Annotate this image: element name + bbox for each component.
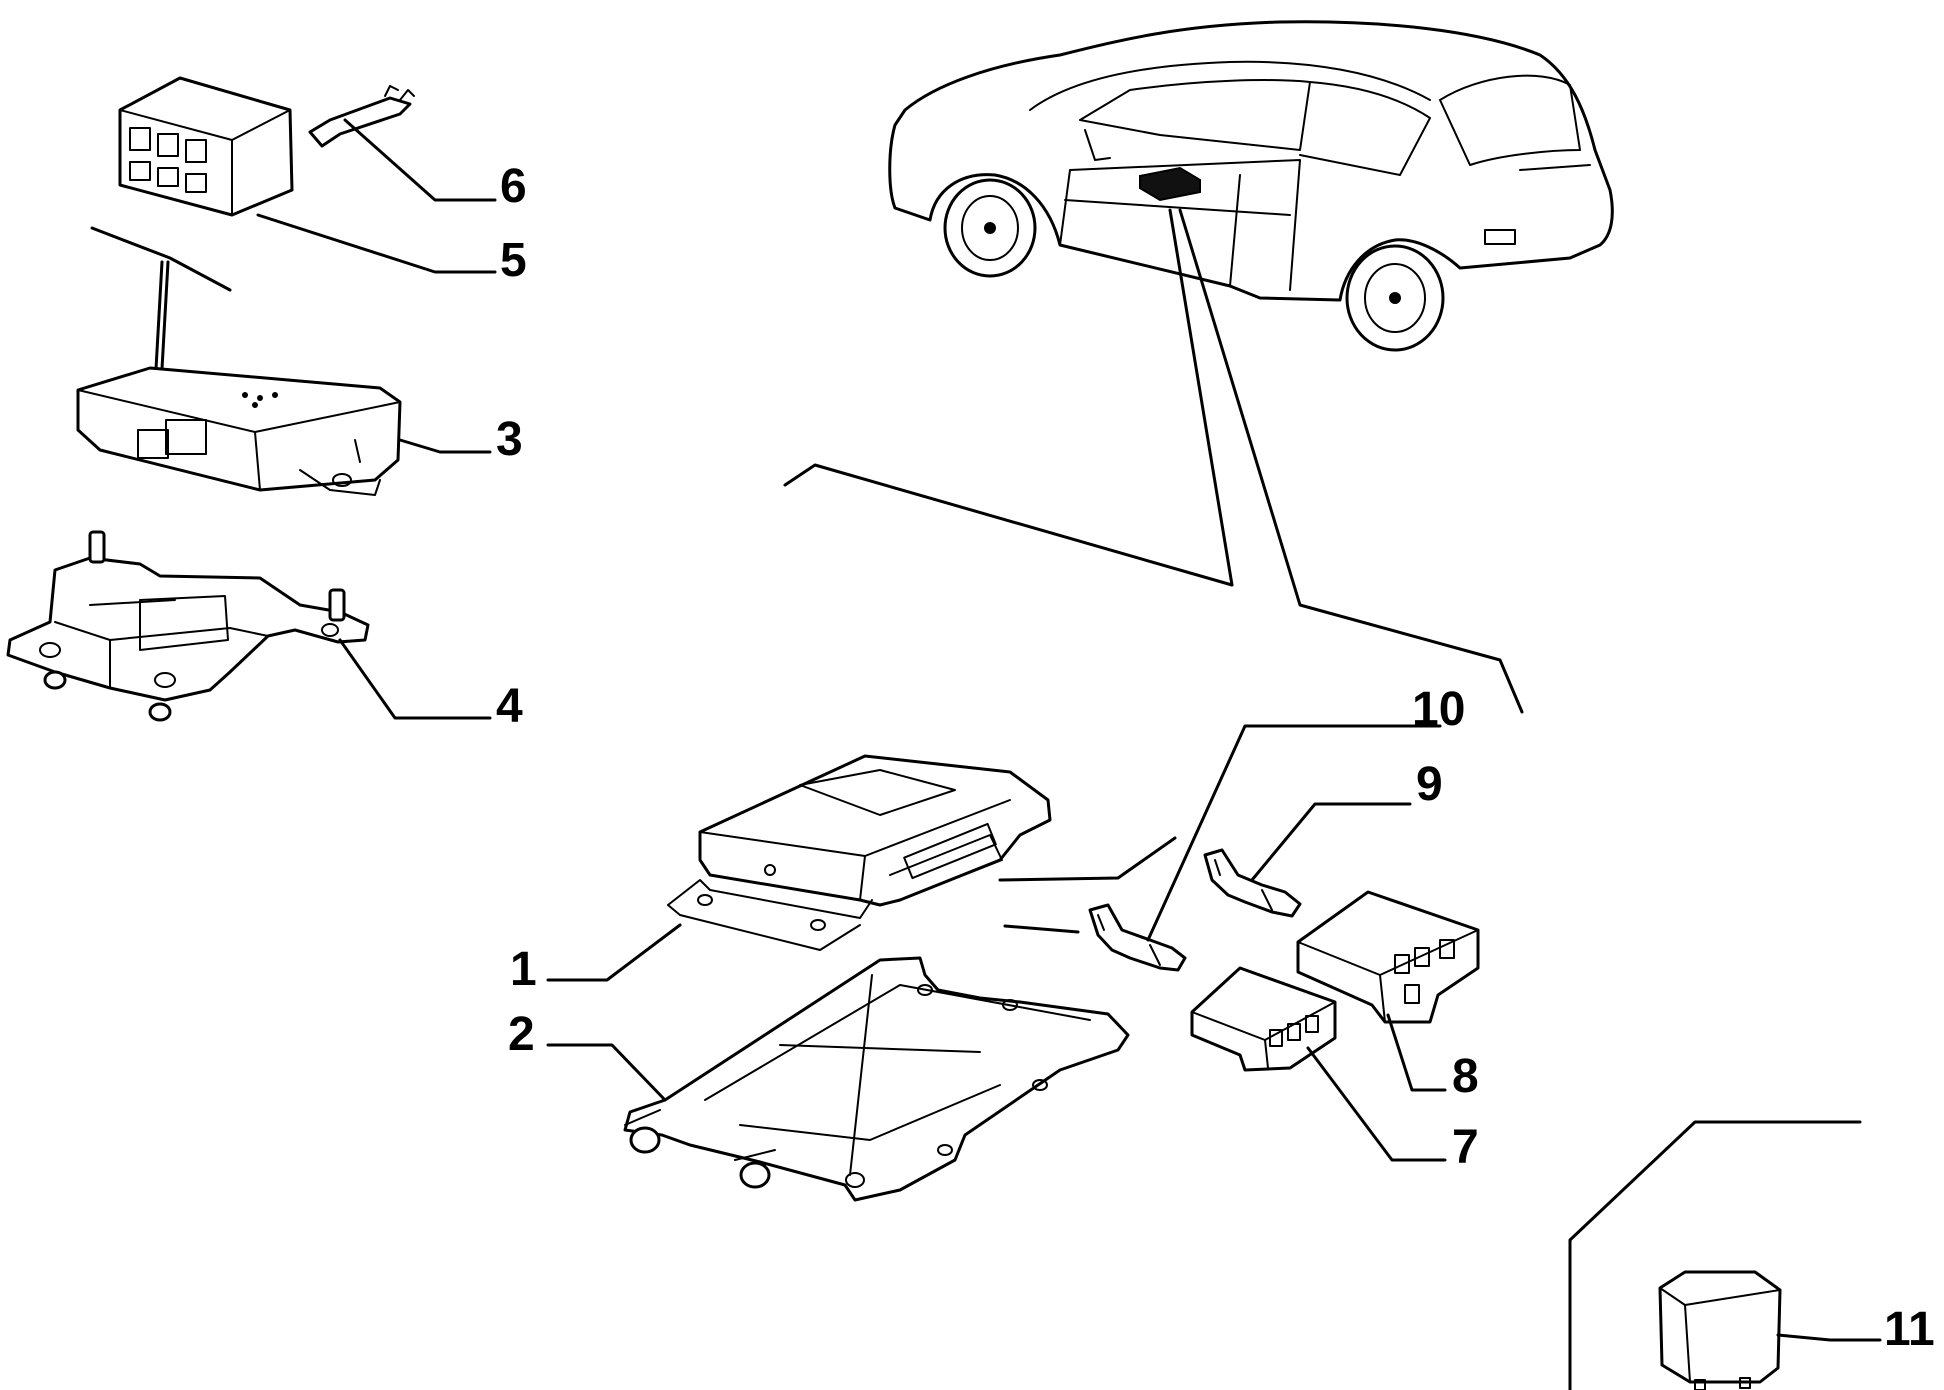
callout-leaders xyxy=(256,118,1882,1342)
callout-labels: 6 5 3 4 1 2 10 9 8 7 11 xyxy=(496,160,1935,1356)
part-11-relay xyxy=(1658,1270,1782,1390)
callout-11: 11 xyxy=(1884,1303,1935,1356)
callout-8: 8 xyxy=(1452,1050,1479,1103)
part-9-terminal xyxy=(1203,848,1302,918)
car-to-parts-leaders xyxy=(783,208,1524,714)
callout-7: 7 xyxy=(1452,1121,1479,1174)
part-6-terminal-pin xyxy=(308,85,415,148)
ecu-connector-leader xyxy=(998,836,1177,882)
part-8-connector xyxy=(1296,890,1480,1024)
ecu-connector-leader-2 xyxy=(1003,924,1080,934)
part-10-terminal xyxy=(1088,903,1187,972)
callout-4: 4 xyxy=(496,680,523,733)
callout-5: 5 xyxy=(500,234,527,287)
part-7-connector xyxy=(1190,966,1337,1072)
callout-9: 9 xyxy=(1416,758,1443,811)
ecu-location-marker xyxy=(1139,166,1201,202)
car-illustration xyxy=(888,20,1614,352)
callout-1: 1 xyxy=(510,943,537,996)
callout-10: 10 xyxy=(1412,683,1465,736)
part-2-support-plate xyxy=(623,956,1130,1202)
part-4-mounting-bracket xyxy=(6,530,370,722)
part-5-connector-housing xyxy=(118,76,294,217)
group-bracket-left xyxy=(90,226,232,292)
callout-3: 3 xyxy=(496,413,523,466)
part-1-ecu xyxy=(667,754,1052,951)
part-3-control-unit xyxy=(76,366,402,496)
relay-group-bracket xyxy=(1568,1120,1862,1390)
callout-6: 6 xyxy=(500,160,527,213)
callout-2: 2 xyxy=(508,1008,535,1061)
